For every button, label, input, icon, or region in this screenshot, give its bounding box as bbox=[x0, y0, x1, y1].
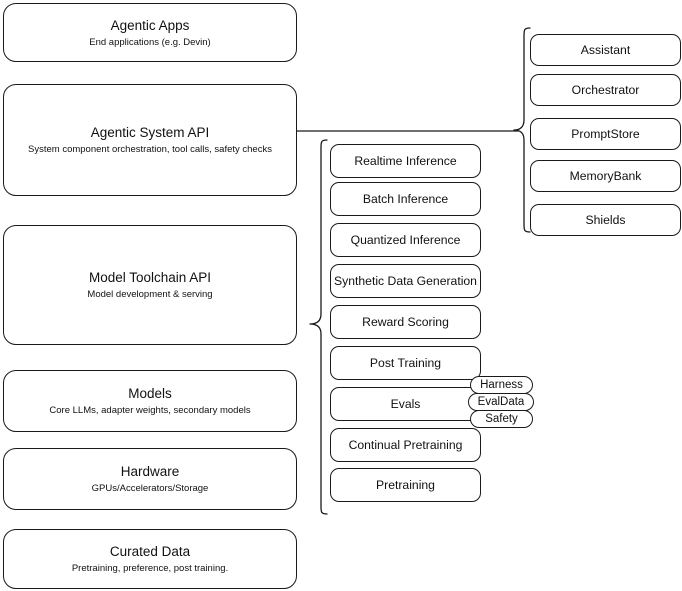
layer-subtitle: Model development & serving bbox=[87, 289, 213, 300]
layer-box-model-toolchain-api[interactable]: Model Toolchain API Model development & … bbox=[3, 225, 297, 345]
toolchain-item-label: Synthetic Data Generation bbox=[334, 273, 477, 288]
connector-system-api-to-components bbox=[296, 130, 519, 132]
toolchain-item-realtime-inference[interactable]: Realtime Inference bbox=[330, 144, 481, 178]
toolchain-item-quantized-inference[interactable]: Quantized Inference bbox=[330, 223, 481, 257]
layer-subtitle: Core LLMs, adapter weights, secondary mo… bbox=[49, 405, 251, 416]
system-item-label: Assistant bbox=[580, 42, 631, 57]
layer-title: Agentic Apps bbox=[110, 17, 190, 33]
toolchain-item-label: Post Training bbox=[369, 355, 442, 370]
system-item-label: Shields bbox=[585, 212, 626, 227]
layer-box-agentic-system-api[interactable]: Agentic System API System component orch… bbox=[3, 84, 297, 196]
toolchain-item-label: Batch Inference bbox=[362, 191, 449, 206]
toolchain-item-continual-pretraining[interactable]: Continual Pretraining bbox=[330, 428, 481, 462]
layer-title: Models bbox=[128, 386, 172, 401]
layer-subtitle: Pretraining, preference, post training. bbox=[71, 563, 229, 574]
system-item-orchestrator[interactable]: Orchestrator bbox=[530, 74, 681, 106]
toolchain-item-evals[interactable]: Evals bbox=[330, 387, 481, 421]
layer-title: Hardware bbox=[120, 464, 180, 479]
layer-subtitle: End applications (e.g. Devin) bbox=[89, 36, 211, 48]
toolchain-item-label: Evals bbox=[390, 396, 421, 411]
toolchain-item-label: Quantized Inference bbox=[350, 232, 461, 247]
brace-system-components bbox=[513, 27, 531, 233]
toolchain-item-label: Realtime Inference bbox=[354, 153, 457, 168]
system-item-label: Orchestrator bbox=[571, 82, 640, 97]
layer-subtitle: System component orchestration, tool cal… bbox=[28, 144, 272, 155]
toolchain-item-reward-scoring[interactable]: Reward Scoring bbox=[330, 305, 481, 339]
eval-badge-safety[interactable]: Safety bbox=[470, 410, 533, 428]
layer-box-hardware[interactable]: Hardware GPUs/Accelerators/Storage bbox=[3, 448, 297, 510]
system-item-label: PromptStore bbox=[571, 126, 640, 141]
eval-badge-evaldata[interactable]: EvalData bbox=[468, 393, 534, 411]
toolchain-item-batch-inference[interactable]: Batch Inference bbox=[330, 182, 481, 216]
system-item-promptstore[interactable]: PromptStore bbox=[530, 118, 681, 150]
layer-box-agentic-apps[interactable]: Agentic Apps End applications (e.g. Devi… bbox=[3, 3, 297, 62]
layer-box-models[interactable]: Models Core LLMs, adapter weights, secon… bbox=[3, 370, 297, 432]
system-item-assistant[interactable]: Assistant bbox=[530, 34, 681, 66]
toolchain-item-pretraining[interactable]: Pretraining bbox=[330, 468, 481, 502]
toolchain-item-post-training[interactable]: Post Training bbox=[330, 346, 481, 380]
brace-toolchain-components bbox=[309, 139, 328, 515]
system-item-shields[interactable]: Shields bbox=[530, 204, 681, 236]
eval-badge-harness[interactable]: Harness bbox=[470, 376, 533, 394]
layer-box-curated-data[interactable]: Curated Data Pretraining, preference, po… bbox=[3, 529, 297, 589]
toolchain-item-label: Continual Pretraining bbox=[348, 437, 463, 452]
layer-title: Model Toolchain API bbox=[88, 270, 212, 285]
layer-subtitle: GPUs/Accelerators/Storage bbox=[91, 483, 209, 494]
layer-title: Curated Data bbox=[109, 544, 191, 559]
toolchain-item-label: Reward Scoring bbox=[362, 314, 449, 329]
layer-title: Agentic System API bbox=[90, 125, 210, 140]
toolchain-item-label: Pretraining bbox=[376, 477, 435, 492]
system-item-memorybank[interactable]: MemoryBank bbox=[530, 160, 681, 192]
system-item-label: MemoryBank bbox=[569, 168, 642, 183]
toolchain-item-synthetic-data-generation[interactable]: Synthetic Data Generation bbox=[330, 264, 481, 298]
